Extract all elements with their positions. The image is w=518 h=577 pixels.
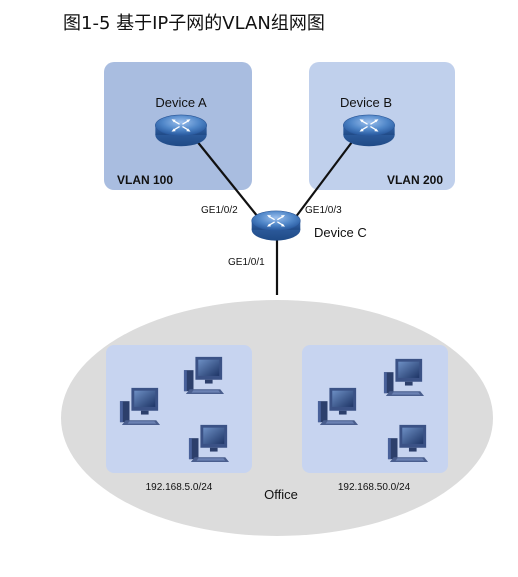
interface-ge101-label: GE1/0/1 [228,257,265,268]
subnet-2-label: 192.168.50.0/24 [338,482,411,493]
router-icon [342,114,396,147]
router-icon [154,114,208,147]
device-a: Device A [154,95,208,147]
device-b: Device B [340,95,396,147]
device-a-label: Device A [155,95,207,110]
link-a-c [195,139,263,223]
links [195,139,353,295]
switch-icon [251,210,301,242]
interface-ge103-label: GE1/0/3 [305,205,342,216]
device-c: Device C [251,210,367,242]
figure-title: 图1-5 基于IP子网的VLAN组网图 [63,13,325,34]
vlan-100-label: VLAN 100 [117,173,173,187]
device-c-label: Device C [314,225,367,240]
interface-ge102-label: GE1/0/2 [201,205,238,216]
device-b-label: Device B [340,95,392,110]
link-b-c [291,141,353,223]
subnet-1-label: 192.168.5.0/24 [146,482,213,493]
office-label: Office [264,487,298,502]
vlan-200-label: VLAN 200 [387,173,443,187]
